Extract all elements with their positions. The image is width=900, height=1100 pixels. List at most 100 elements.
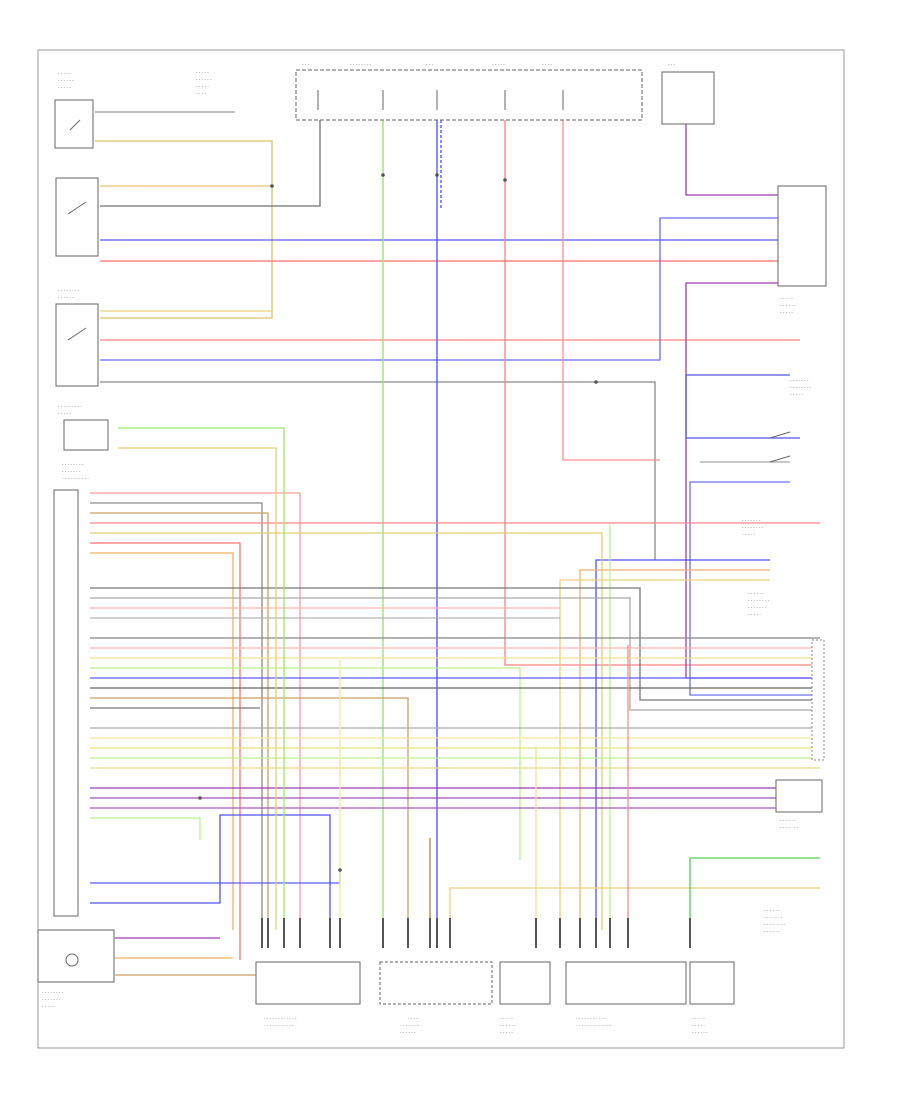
fuse-block: - - - - - - - - - - - - - - - - - - - - …: [295, 62, 643, 121]
wire-harness: [90, 98, 820, 976]
svg-text:- - - - -: - - - - -: [42, 1004, 55, 1009]
svg-text:- - -: - - -: [302, 62, 310, 67]
svg-text:- - - - - - -: - - - - - - -: [780, 825, 799, 830]
svg-text:- - - - - -: - - - - - -: [196, 77, 212, 82]
svg-text:- - - - -: - - - - -: [492, 62, 505, 67]
connector-label-upper: - - - - - - - - - - - - - - - - - - - -: [196, 70, 212, 96]
svg-text:- - - - - - -: - - - - - - -: [764, 915, 783, 920]
wire-black-srs-1: [90, 502, 263, 930]
splice-points: [198, 173, 598, 872]
wire-orange-srs-1: [90, 552, 234, 930]
svg-text:- - - - - -: - - - - - -: [764, 908, 780, 913]
right-front-door-switch: [55, 177, 99, 257]
svg-text:- - - - -: - - - - -: [692, 1016, 705, 1021]
steering-wheel-module: - - - - - - - - - - - - - - - -: [499, 961, 551, 1035]
terminal-row-bottom: [261, 918, 691, 948]
driver-seat-connector: - - - - - - - - - - - - - - - - - - - -: [742, 518, 764, 537]
svg-text:- - - - -: - - - - -: [58, 411, 71, 416]
svg-text:- - - - - - - - - -: - - - - - - - - - -: [62, 476, 89, 481]
svg-text:- - -: - - -: [668, 62, 676, 67]
left-front-seat-sensor: - - - - - - - - - - - - - - - -: [54, 71, 94, 149]
svg-text:- - - - - - -: - - - - - - -: [400, 1023, 419, 1028]
driver-buckle-switch: - - - - - - - - - - - - - - - - - - - -: [769, 378, 812, 463]
svg-text:- - - - - -: - - - - - -: [780, 818, 796, 823]
svg-text:- - - - - -: - - - - - -: [780, 303, 796, 308]
wire-red-srs-3: [90, 542, 241, 960]
wire-brown-srs-1: [90, 512, 269, 930]
svg-text:- - - - - - -: - - - - - - -: [742, 518, 761, 523]
svg-text:- - - - -: - - - - -: [780, 310, 793, 315]
svg-text:- - - -: - - - -: [408, 1016, 418, 1021]
wire-black-switch: [100, 381, 656, 560]
svg-text:- - -: - - -: [426, 62, 434, 67]
right-front-airbag-module: - - - - - - - - - - - - - - - -: [689, 961, 735, 1035]
rear-side-sensor: - - - - - - - - - - - - - - - -: [777, 185, 827, 315]
wire-yellow-mid: [559, 579, 770, 930]
svg-text:- - - - -: - - - - -: [196, 84, 209, 89]
wire-blue-right: [685, 374, 800, 439]
left-front-door-switch: - - - - - - - - - - - - - -: [55, 288, 99, 387]
wire-yellow-top: [95, 140, 273, 319]
wire-blue-srs-3: [90, 814, 331, 930]
wire-black-srs-2: [90, 587, 820, 701]
wire-green-srs-3: [90, 817, 201, 840]
svg-text:- - - - - - - - - - -: - - - - - - - - - - -: [576, 1016, 606, 1021]
svg-text:- - - - -: - - - - -: [196, 70, 209, 75]
svg-text:- - - - - - - -: - - - - - - - -: [742, 525, 764, 530]
wire-brown-srs-2: [90, 697, 409, 930]
svg-text:- - - - - - - -: - - - - - - - -: [764, 922, 786, 927]
diagram-border: [37, 49, 845, 1049]
wire-purple-fuse: [685, 120, 800, 196]
svg-text:- - - - -: - - - - -: [500, 1016, 513, 1021]
svg-text:- - - - - - -: - - - - - - -: [62, 469, 81, 474]
svg-text:- - - - - - - -: - - - - - - - -: [790, 385, 812, 390]
wire-blue-srs-2: [90, 870, 341, 884]
wire-yellow-lower: [449, 887, 820, 930]
wire-green-srs-1: [90, 667, 521, 860]
alternator-warning-lamp: - - - - - - - - - - - - - - - - - - - -: [37, 929, 115, 1009]
svg-text:- - - -: - - - -: [196, 91, 206, 96]
svg-text:- - - - - - - -: - - - - - - - -: [62, 462, 84, 467]
svg-text:- - - - - - - - - - -: - - - - - - - - - - -: [264, 1023, 294, 1028]
svg-text:- - - - - - - - - - - -: - - - - - - - - - - - -: [264, 1016, 297, 1021]
svg-text:- - - - - - - -: - - - - - - - -: [350, 62, 372, 67]
svg-text:- - - - -: - - - - -: [692, 1023, 705, 1028]
wire-black-2: [100, 98, 321, 207]
wire-blue-switch: [100, 217, 800, 361]
wire-blue-right-2: [689, 481, 820, 696]
wire-orange-mid: [579, 569, 770, 930]
svg-text:- - - - -: - - - - -: [58, 71, 71, 76]
wire-green-top-srs: [118, 427, 285, 930]
passenger-buckle-switch: - - - - - - - - - - - - - -: [58, 404, 109, 451]
wire-red-srs-1: [90, 492, 301, 930]
svg-text:- - - - -: - - - - -: [780, 296, 793, 301]
svg-text:- - - - - - -: - - - - - - -: [42, 997, 61, 1002]
svg-text:- - - - -: - - - - -: [742, 532, 755, 537]
wire-yellow-srs-1: [90, 532, 603, 930]
svg-text:- - - - - - -: - - - - - - -: [790, 378, 809, 383]
svg-text:- - - - - -: - - - - - -: [58, 78, 74, 83]
front-impact-sensor: - - - - - - - - - - - - -: [775, 779, 823, 830]
wire-red-fuse-2: [562, 120, 660, 461]
svg-text:- - - - - - - - - - - - -: - - - - - - - - - - - - -: [576, 1023, 612, 1028]
svg-text:- - - -: - - - -: [542, 62, 552, 67]
svg-text:- - - - - -: - - - - - -: [58, 295, 74, 300]
svg-text:- - - - - -: - - - - - -: [748, 591, 764, 596]
svg-text:- - - - - - - - -: - - - - - - - - -: [58, 404, 82, 409]
clockspring-module: - - - - - - - - - - - - - - - - - - - - …: [565, 961, 687, 1028]
svg-text:- - - - - -: - - - - - -: [500, 1023, 516, 1028]
svg-text:- - - - - - - -: - - - - - - - -: [748, 598, 770, 603]
svg-text:- - - - -: - - - - -: [500, 1030, 513, 1035]
connector-stack-right: - - - - - - - - - - - - - - - - - - - - …: [748, 591, 825, 761]
left-front-airbag-module: - - - - - - - - - - - - - - - - - - - - …: [255, 961, 361, 1028]
wire-purple-right: [685, 282, 820, 679]
svg-text:- - - - - - - -: - - - - - - - -: [42, 990, 64, 995]
wire-blue-mid: [595, 559, 770, 930]
svg-text:- - - - -: - - - - -: [58, 85, 71, 90]
wire-yellow-top-srs: [118, 447, 277, 930]
svg-text:- - - - - -: - - - - - -: [692, 1030, 708, 1035]
svg-text:- - - - - - - -: - - - - - - - -: [58, 288, 80, 293]
svg-text:- - - - - -: - - - - - -: [400, 1030, 416, 1035]
passenger-airbag-module: - - - - - - - - - - - - - - - - -: [379, 961, 493, 1035]
svg-text:- - - - -: - - - - -: [790, 392, 803, 397]
